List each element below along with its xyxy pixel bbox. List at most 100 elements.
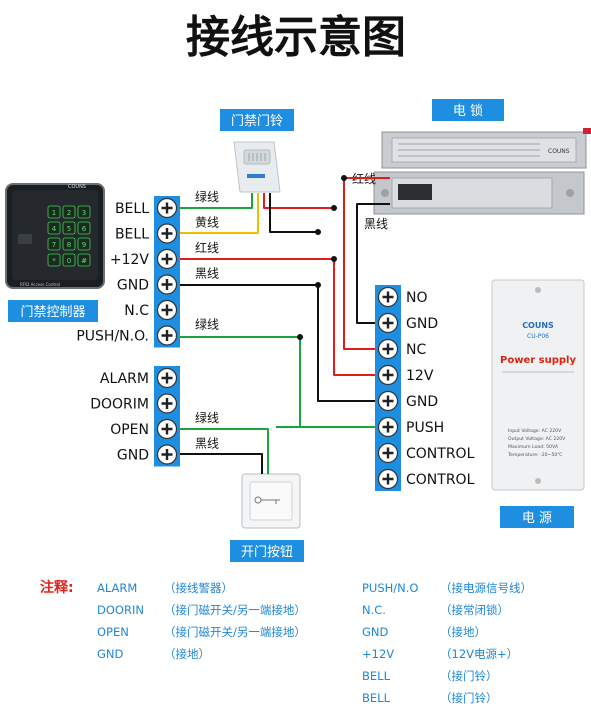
keypad-key [77,221,91,235]
terminal-label: GND [406,394,438,410]
lock-label: 电 锁 [453,103,483,119]
note-desc: （接门磁开关/另一端接地） [164,603,306,617]
terminal-label: GND [117,278,149,294]
exit-button-group: 开门按钮 [230,473,304,562]
power-spec-line: Temperature: -20~50℃ [507,452,562,458]
keypad-key [47,205,61,219]
terminal-plus-icon [382,447,394,459]
keypad-key-label: 3 [82,209,86,217]
terminal-plus-icon [382,473,394,485]
keypad-key-label: 7 [52,241,56,249]
terminal-label: CONTROL [406,472,475,488]
power-spec-line: Maximum Load: 50VA [508,444,559,450]
wire-color-label: 黑线 [195,437,219,451]
wire [176,453,263,474]
controller-brand: COUNS [68,184,86,190]
controller-label-bg [8,300,98,322]
note-term: OPEN [97,625,129,639]
notes: 注释: ALARM （接线警器） DOORIN （接门磁开关/另一端接地） OPEN （接… [40,579,532,705]
keypad-key-label: # [81,257,87,265]
note-term: +12V [362,647,394,661]
wire-junction [341,175,347,181]
wire [176,336,376,428]
terminal-plus-icon [161,372,173,384]
note-term: ALARM [97,581,137,595]
terminal-plus-icon [382,343,394,355]
wire-color-label: 绿线 [195,317,219,332]
keypad-key [47,253,61,267]
keypad-key-label: 1 [52,209,56,217]
terminal-plus-icon [382,317,394,329]
exit-button-label-bg [230,540,304,562]
note-desc: （接门铃） [440,691,498,705]
note-desc: （接线警器） [164,581,233,595]
terminal-block [154,196,180,348]
lock-black-wire-label: 黑线 [364,217,388,231]
terminal-label: PUSH [406,420,444,436]
exit-button-image [241,473,301,529]
keypad-key [77,253,91,267]
terminal-plus-icon [161,228,173,239]
page-title: 接线示意图 [186,12,406,63]
terminal-plus-icon [161,449,173,460]
wire [176,193,253,209]
wire-junction [331,256,337,262]
power-group: COUNS CU-P06 Power supply Input Voltage:… [491,279,585,528]
note-term: GND [97,647,124,661]
keypad-key-label: 8 [67,241,71,249]
keypad-key-label: 5 [67,225,71,233]
controller-label: 门禁控制器 [20,305,85,320]
power-supply-image: COUNS CU-P06 Power supply Input Voltage:… [491,279,585,491]
keypad-key-label: 4 [52,225,57,233]
note-term: PUSH/N.O [362,581,418,595]
terminal-plus-icon [161,253,173,265]
doorbell-group: 门禁门铃 [220,109,294,193]
terminal-blocks: BELL绿线BELL黄线+12V红线GND黑线N.CPUSH/N.O.绿线ALA… [76,189,475,491]
keypad-key-label: 6 [82,225,87,233]
power-label-bg [500,506,574,528]
notes-left: ALARM （接线警器） DOORIN （接门磁开关/另一端接地） OPEN （接门磁开关… [97,581,306,661]
doorbell-label-bg [220,109,294,131]
lock-label-bg [432,99,504,121]
note-term: BELL [362,669,391,683]
terminal-plus-icon [161,330,173,341]
wire [269,193,318,233]
doorbell-label: 门禁门铃 [231,114,283,129]
wire-color-label: 黑线 [195,267,219,281]
wire [176,258,376,376]
keypad-key [62,253,76,267]
doorbell-image [233,141,281,193]
exit-button-label: 开门按钮 [241,545,293,560]
controller-caption: RFID Access Control [20,282,60,287]
note-desc: （接门磁开关/另一端接地） [164,625,306,639]
keypad-key [77,205,91,219]
lock-brand: COUNS [548,148,570,155]
keypad-key [47,221,61,235]
terminal-plus-icon [161,304,173,316]
power-model: CU-P06 [527,333,549,340]
terminal-plus-icon [161,398,173,409]
keypad-key-label: 0 [67,257,71,265]
terminal-label: BELL [115,201,149,217]
terminal-label: NC [406,342,426,358]
wire [356,203,390,324]
wire-color-label: 绿线 [195,189,219,204]
note-term: DOORIN [97,603,144,617]
terminal-plus-icon [382,369,394,381]
power-specs: Input Voltage: AC 220V Output Voltage: AC… [507,428,566,458]
terminal-label: 12V [406,368,434,384]
note-desc: （接电源信号线） [440,581,532,595]
power-spec-line: Input Voltage: AC 220V [508,428,562,434]
wire-color-label: 黄线 [195,216,219,230]
terminal-plus-icon [382,421,394,433]
power-spec-line: Output Voltage: AC 220V [508,436,566,442]
wire-junction [315,229,321,235]
terminal-plus-icon [161,202,173,214]
keypad-key [47,237,61,251]
notes-title: 注释: [40,579,74,596]
wire [176,428,269,474]
